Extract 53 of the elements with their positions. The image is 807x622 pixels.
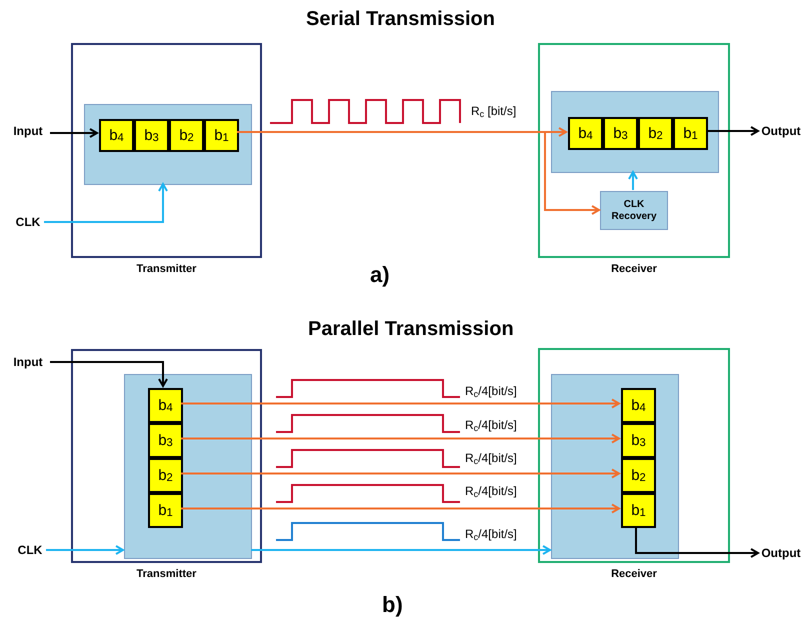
clock-recovery-box: CLK Recovery bbox=[600, 191, 668, 230]
bit-cell: b$_{1}$ bbox=[673, 117, 708, 150]
panel-letter: b) bbox=[382, 591, 403, 619]
edge-label: R$_{c}$/4[bit/s] bbox=[464, 527, 518, 541]
signal-arrow bbox=[181, 398, 620, 408]
signal-arrow bbox=[251, 545, 551, 555]
bit-cell: b$_{2}$ bbox=[148, 458, 183, 493]
bit-cell: b$_{3}$ bbox=[148, 423, 183, 458]
edge-label: R$_{c}$/4[bit/s] bbox=[464, 451, 518, 465]
bit-cell: b$_{4}$ bbox=[621, 388, 656, 423]
signal-arrow bbox=[706, 126, 759, 136]
register-panel bbox=[124, 374, 252, 559]
bit-cell: b$_{4}$ bbox=[568, 117, 603, 150]
signal-arrow bbox=[181, 468, 620, 478]
signal-arrow bbox=[50, 128, 98, 138]
edge-label: R$_{c}$/4[bit/s] bbox=[464, 384, 518, 398]
signal-label: Output bbox=[758, 545, 804, 561]
bit-cell: b$_{3}$ bbox=[621, 423, 656, 458]
edge-label: R$_{c}$/4[bit/s] bbox=[464, 484, 518, 498]
signal-arrow bbox=[44, 183, 168, 223]
signal-arrow bbox=[635, 526, 759, 558]
signal-arrow bbox=[628, 171, 638, 190]
signal-arrow bbox=[50, 361, 168, 387]
block-caption: Transmitter bbox=[136, 567, 198, 581]
section-heading: Parallel Transmission bbox=[308, 317, 514, 342]
block-caption: Receiver bbox=[610, 262, 658, 276]
bit-cell: b$_{4}$ bbox=[99, 119, 134, 152]
bit-cell: b$_{1}$ bbox=[204, 119, 239, 152]
register-panel bbox=[551, 91, 719, 173]
register-panel bbox=[84, 104, 252, 185]
bit-cell: b$_{1}$ bbox=[621, 493, 656, 528]
signal-label: CLK bbox=[14, 542, 46, 558]
bit-cell: b$_{2}$ bbox=[169, 119, 204, 152]
bit-cell: b$_{2}$ bbox=[621, 458, 656, 493]
bit-cell: b$_{2}$ bbox=[638, 117, 673, 150]
bit-cell: b$_{3}$ bbox=[603, 117, 638, 150]
register-panel bbox=[551, 374, 679, 559]
block-caption: Receiver bbox=[610, 567, 658, 581]
edge-label: R$_{c}$ [bit/s] bbox=[470, 104, 518, 118]
signal-label: Input bbox=[6, 354, 50, 370]
panel-letter: a) bbox=[370, 261, 390, 289]
bit-cell: b$_{3}$ bbox=[134, 119, 169, 152]
diagram-title: Serial Transmission bbox=[306, 7, 495, 32]
signal-arrow bbox=[181, 434, 620, 444]
signal-arrow bbox=[46, 545, 124, 555]
signal-label: Output bbox=[758, 123, 804, 139]
signal-arrow bbox=[181, 504, 620, 514]
block-caption: Transmitter bbox=[136, 262, 198, 276]
bit-cell: b$_{4}$ bbox=[148, 388, 183, 423]
edge-label: R$_{c}$/4[bit/s] bbox=[464, 418, 518, 432]
signal-label: Input bbox=[6, 123, 50, 139]
bit-cell: b$_{1}$ bbox=[148, 493, 183, 528]
signal-label: CLK bbox=[12, 214, 44, 230]
